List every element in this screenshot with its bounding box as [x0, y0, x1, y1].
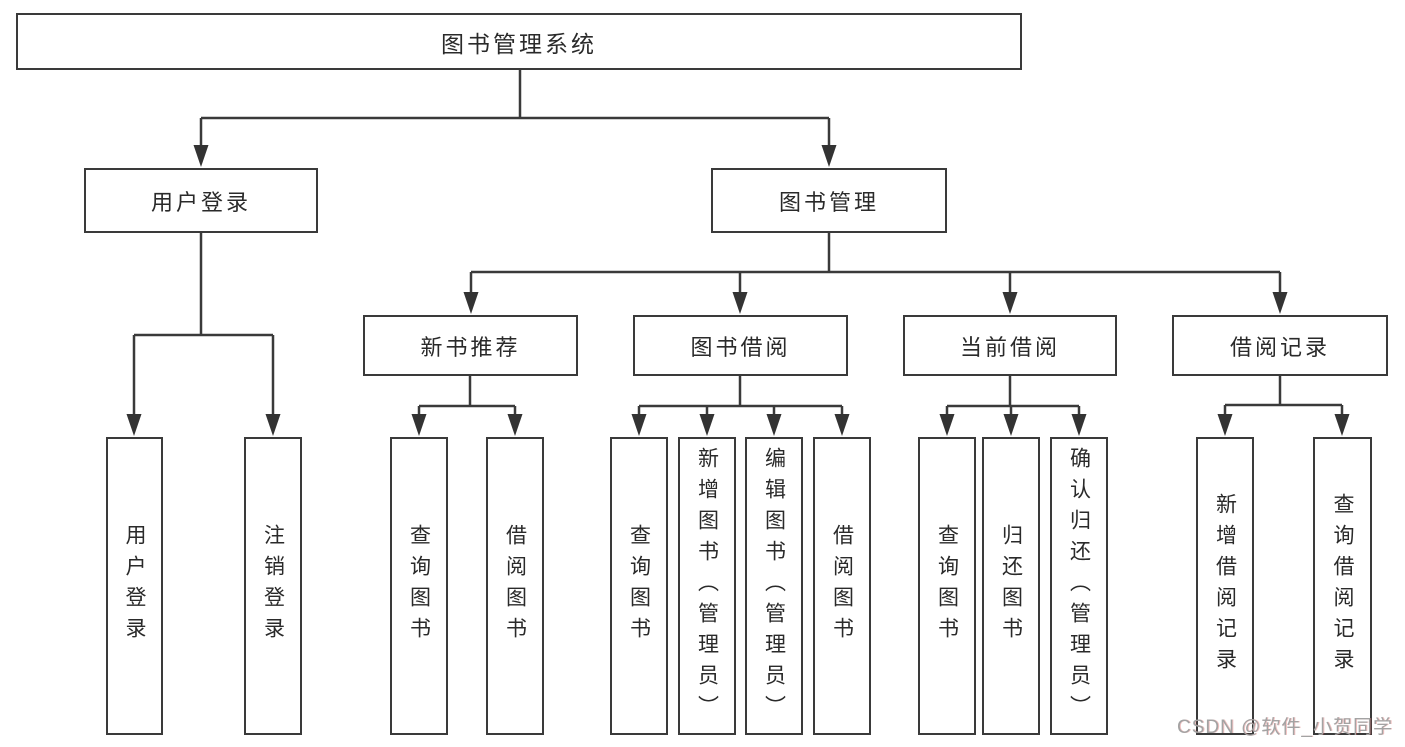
node-label: 当前借阅: [959, 334, 1060, 360]
leaf-query-books-borrowing: 查询图书: [610, 437, 668, 735]
leaf-borrow-books-recommend: 借阅图书: [486, 437, 544, 735]
node-label: 用户登录: [150, 189, 251, 215]
leaf-add-borrow-record: 新增借阅记录: [1196, 437, 1254, 735]
leaf-label: 确认归还（管理员）: [1067, 446, 1091, 726]
node-label: 借阅记录: [1229, 334, 1330, 360]
leaf-label: 查询图书: [627, 524, 651, 648]
arrowheads: [126, 145, 1350, 436]
leaf-borrow-books: 借阅图书: [813, 437, 871, 735]
leaf-return-books: 归还图书: [982, 437, 1040, 735]
leaf-query-books-current: 查询图书: [918, 437, 976, 735]
leaf-query-books-recommend: 查询图书: [390, 437, 448, 735]
node-label: 图书借阅: [690, 334, 791, 360]
node-label: 图书管理系统: [441, 30, 597, 57]
leaf-label: 新增借阅记录: [1213, 493, 1237, 679]
node-label: 图书管理: [778, 189, 879, 215]
node-borrowing-records: 借阅记录: [1172, 315, 1388, 376]
leaf-label: 编辑图书（管理员）: [762, 446, 786, 726]
leaf-user-login: 用户登录: [106, 437, 163, 735]
leaf-logout: 注销登录: [244, 437, 302, 735]
leaf-edit-books-admin: 编辑图书（管理员）: [745, 437, 803, 735]
leaf-label: 用户登录: [123, 524, 146, 648]
leaf-label: 注销登录: [261, 524, 285, 648]
leaf-label: 查询借阅记录: [1331, 493, 1354, 679]
leaf-label: 新增图书（管理员）: [695, 446, 719, 726]
leaf-label: 查询图书: [935, 524, 959, 648]
node-label: 新书推荐: [420, 334, 521, 360]
leaf-label: 借阅图书: [503, 524, 527, 648]
csdn-watermark: CSDN @软件_小贺同学: [1177, 717, 1393, 738]
node-book-borrowing: 图书借阅: [633, 315, 848, 376]
node-user-login: 用户登录: [84, 168, 318, 233]
node-new-book-recommendation: 新书推荐: [363, 315, 578, 376]
leaf-label: 归还图书: [999, 524, 1023, 648]
node-book-management: 图书管理: [711, 168, 947, 233]
leaf-label: 查询图书: [407, 524, 431, 648]
node-library-management-system: 图书管理系统: [16, 13, 1022, 70]
leaf-add-books-admin: 新增图书（管理员）: [678, 437, 736, 735]
leaf-query-borrow-record: 查询借阅记录: [1313, 437, 1372, 735]
node-current-borrowing: 当前借阅: [903, 315, 1117, 376]
leaf-label: 借阅图书: [830, 524, 854, 648]
leaf-confirm-return-admin: 确认归还（管理员）: [1050, 437, 1108, 735]
